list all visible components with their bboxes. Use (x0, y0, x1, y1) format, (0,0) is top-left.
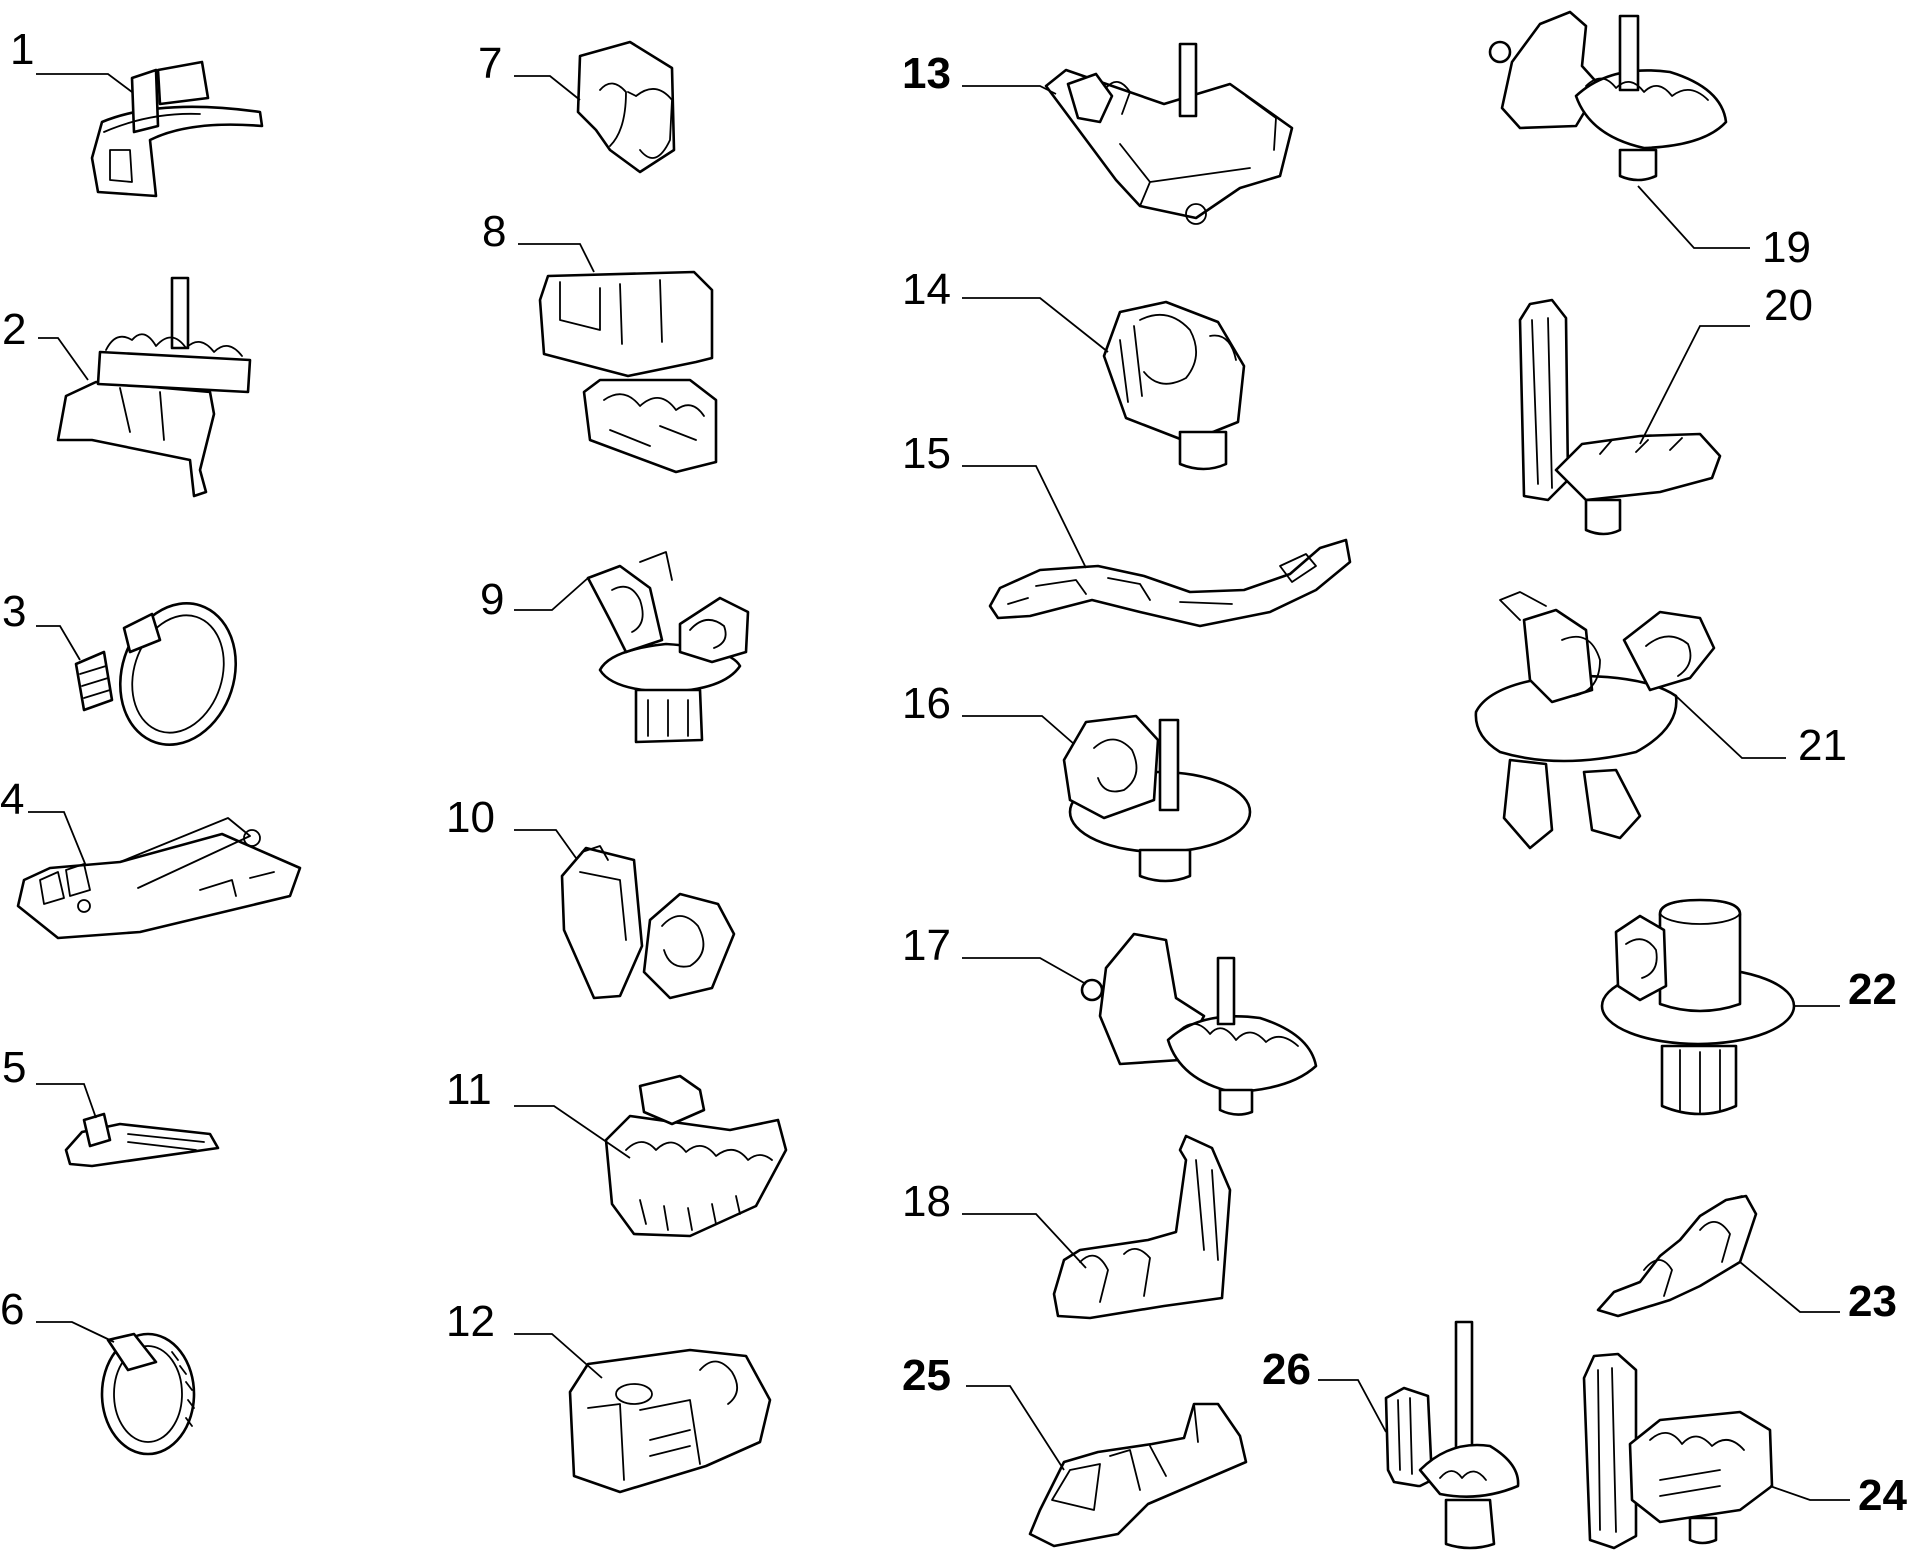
part-22-round-post (1600, 898, 1796, 1116)
callout-1: 1 (10, 25, 34, 74)
callout-20: 20 (1764, 281, 1813, 330)
part-25-wedge-clip (1028, 1402, 1248, 1548)
callout-4: 4 (0, 775, 24, 824)
callout-13: 13 (902, 49, 951, 98)
leader-19 (1637, 185, 1750, 249)
leader-6 (36, 1321, 115, 1343)
callout-2: 2 (2, 305, 26, 354)
callout-12: 12 (446, 1297, 495, 1346)
leader-5 (36, 1083, 97, 1119)
leader-1 (36, 73, 133, 93)
callout-21: 21 (1798, 721, 1847, 770)
callout-3: 3 (2, 587, 26, 636)
leader-23 (1739, 1261, 1840, 1313)
callout-19: 19 (1762, 223, 1811, 272)
leader-12 (514, 1333, 603, 1379)
callout-22: 22 (1848, 965, 1897, 1014)
leader-4 (28, 811, 87, 867)
leader-3 (36, 625, 81, 661)
part-11-multi-clip (604, 1074, 788, 1238)
callout-10: 10 (446, 793, 495, 842)
part-21-large-wing-clip (1474, 591, 1716, 850)
part-15-long-strip (988, 538, 1352, 628)
part-18-l-bracket (1052, 1134, 1232, 1320)
callout-25: 25 (902, 1351, 951, 1400)
part-5-strip-clip (64, 1112, 220, 1168)
callout-6: 6 (0, 1285, 24, 1334)
callout-9: 9 (480, 575, 504, 624)
leader-13 (962, 85, 1057, 95)
leader-18 (962, 1213, 1087, 1269)
callout-23: 23 (1848, 1277, 1897, 1326)
leader-16 (962, 715, 1075, 745)
leader-20 (1639, 325, 1750, 445)
part-6-hose-clamp (100, 1332, 196, 1456)
leader-15 (962, 465, 1087, 569)
leader-24 (1769, 1485, 1850, 1501)
part-4-tray-clip (16, 817, 302, 940)
leader-25 (966, 1385, 1065, 1471)
callout-15: 15 (902, 429, 951, 478)
leader-26 (1318, 1379, 1387, 1433)
callout-5: 5 (2, 1043, 26, 1092)
part-9-wing-clip (586, 551, 750, 744)
leader-9 (514, 577, 589, 611)
part-20-tall-bracket (1518, 298, 1722, 536)
part-10-angled-clip (560, 845, 736, 1000)
leader-21 (1675, 695, 1786, 759)
part-12-block-clip (568, 1348, 772, 1494)
part-7-double-clip (576, 40, 676, 174)
callout-11: 11 (446, 1065, 492, 1114)
part-3-band-clamp (74, 602, 238, 746)
part-17-complex-clip (1080, 932, 1318, 1116)
callout-16: 16 (902, 679, 951, 728)
part-2-bracket (56, 276, 252, 498)
callout-7: 7 (478, 39, 502, 88)
leader-11 (514, 1105, 631, 1159)
leader-7 (514, 75, 581, 101)
part-23-saddle-bracket (1596, 1194, 1758, 1318)
leader-10 (514, 829, 577, 859)
callout-17: 17 (902, 921, 951, 970)
callout-14: 14 (902, 265, 951, 314)
part-16-round-clip (1062, 714, 1252, 883)
part-13-base-plate (1044, 42, 1294, 225)
callout-18: 18 (902, 1177, 951, 1226)
part-8-box-clip (538, 270, 718, 474)
part-26-pin-clip (1384, 1320, 1520, 1550)
leader-8 (518, 243, 595, 273)
callout-8: 8 (482, 207, 506, 256)
leader-14 (962, 297, 1109, 353)
part-1-clip (90, 60, 264, 198)
leader-2 (38, 337, 89, 381)
callout-26: 26 (1262, 1345, 1311, 1394)
part-14-socket-clip (1102, 300, 1246, 471)
part-24-block-clip (1582, 1352, 1774, 1550)
part-19-pin-clip (1488, 10, 1728, 182)
callout-24: 24 (1858, 1471, 1907, 1520)
leader-17 (962, 957, 1087, 985)
